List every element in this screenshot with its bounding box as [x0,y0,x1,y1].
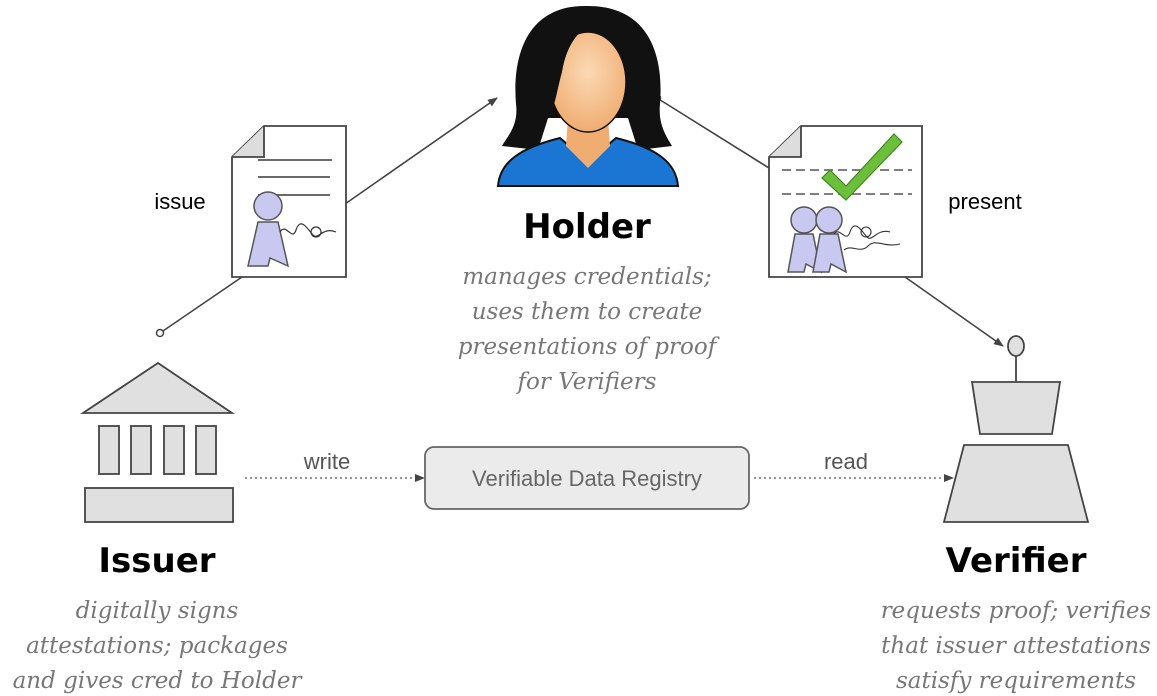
verifier-machine-icon [942,335,1090,523]
registry-box: Verifiable Data Registry [424,446,750,510]
presentation-document-icon [768,125,923,278]
issuer-title: Issuer [98,541,215,581]
check-mark-icon [821,133,903,201]
holder-person-icon [496,5,680,187]
verifier-description-line: requests proof; verifies [881,598,1152,624]
holder-description: manages credentials; uses them to create… [458,264,720,395]
verifier-description: requests proof; verifies that issuer att… [881,598,1152,694]
write-label: write [303,449,350,474]
issuer-description-line: digitally signs [76,598,239,624]
holder-description-line: uses them to create [472,299,703,325]
present-label: present [948,189,1021,214]
issuer-description: digitally signs attestations; packages a… [13,598,304,694]
verifier-description-line: that issuer attestations [881,633,1151,659]
issue-connector [155,97,498,338]
read-label: read [824,449,868,474]
credential-document-icon [231,125,347,278]
bank-building-icon [80,361,235,523]
holder-description-line: manages credentials; [462,264,711,290]
holder-description-line: presentations of proof [458,334,720,360]
holder-title: Holder [523,207,651,247]
issuer-description-line: attestations; packages [26,633,288,659]
issuer-description-line: and gives cred to Holder [13,668,304,694]
issue-label: issue [154,189,205,214]
verifier-description-line: satisfy requirements [896,668,1136,694]
holder-description-line: for Verifiers [516,369,657,395]
registry-label: Verifiable Data Registry [472,466,702,491]
verifier-title: Verifier [946,541,1087,581]
